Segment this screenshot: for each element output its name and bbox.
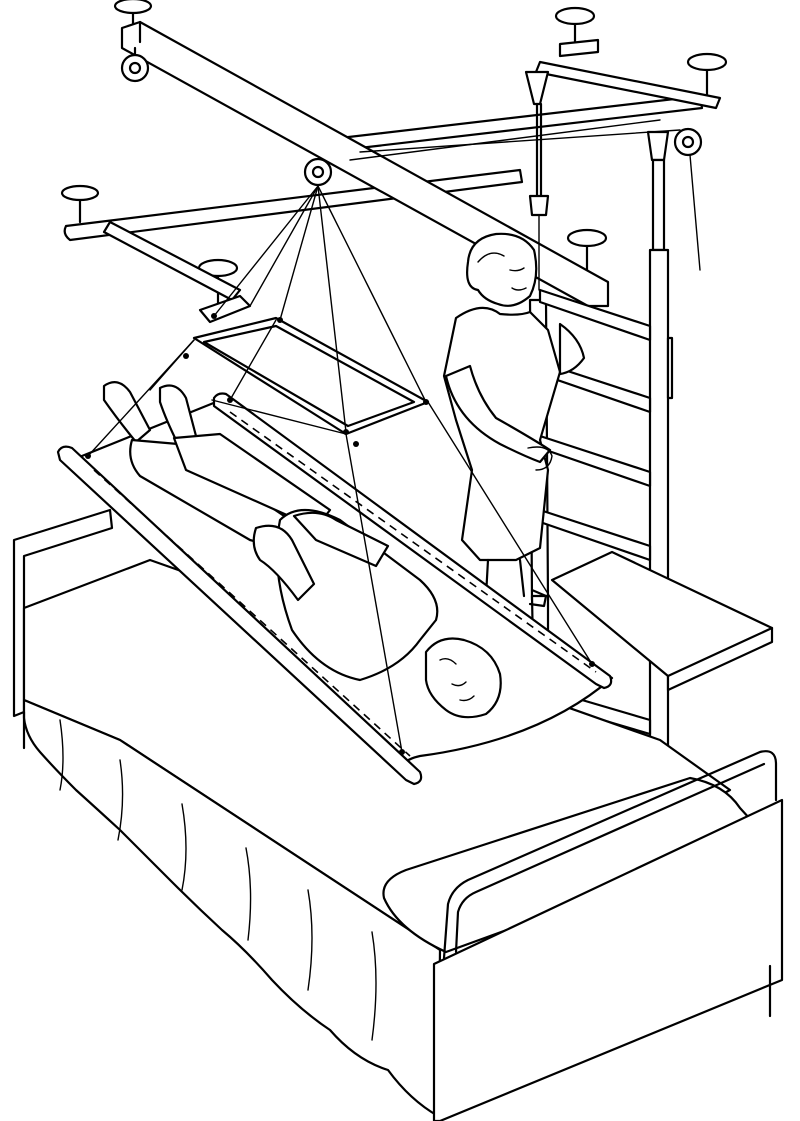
bed-skirt: [22, 698, 442, 1118]
ceiling-mount-1: [113, 0, 153, 34]
pulley-3: [673, 127, 703, 157]
stretcher-pole-right: [212, 392, 613, 690]
front-cross-rail: [534, 60, 722, 110]
patient-figure: [102, 381, 502, 719]
ceiling-mount-2: [554, 6, 596, 48]
pulley-2: [303, 157, 333, 187]
patient-torso: [275, 509, 439, 682]
hospital-bed: [12, 508, 784, 1121]
pulley-1: [120, 46, 150, 83]
nurse-head: [466, 232, 538, 307]
support-pole-rear: [528, 102, 550, 217]
pulley-4: [524, 70, 550, 106]
ceiling-mount-4: [60, 184, 100, 224]
suspension-rigging: [85, 185, 595, 755]
nurse-figure: [442, 232, 586, 608]
headboard-front: [432, 798, 784, 1121]
lower-rail: [198, 294, 252, 324]
ceiling-mount-6: [566, 228, 608, 272]
side-shelf: [550, 550, 774, 692]
stretcher-pole-left: [56, 445, 423, 786]
overhead-frame: [60, 0, 728, 324]
